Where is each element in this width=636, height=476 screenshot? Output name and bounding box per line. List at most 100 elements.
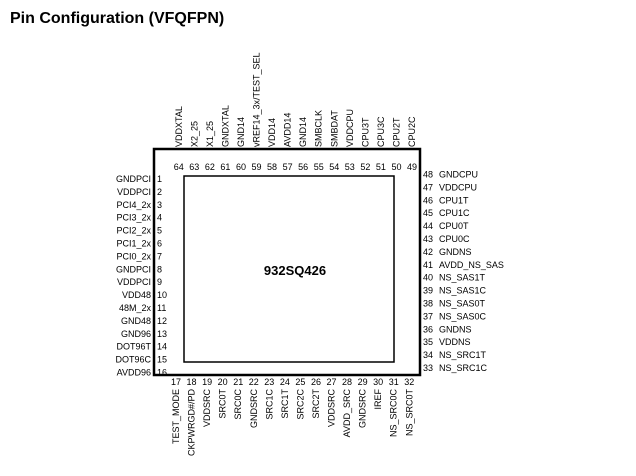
pin-number-bottom-14: 31 (389, 377, 399, 387)
pin-number-left-7: 8 (157, 264, 162, 274)
pin-number-top-5: 54 (329, 162, 339, 172)
pin-name-bottom-15: NS_SRC0T (404, 389, 414, 437)
pin-name-bottom-7: SRC1T (280, 389, 290, 419)
pin-number-bottom-3: 20 (218, 377, 228, 387)
pin-number-top-11: 60 (236, 162, 246, 172)
pin-name-top-14: X2_25 (189, 121, 199, 147)
pin-number-left-2: 3 (157, 200, 162, 210)
pin-name-left-5: PCI1_2x (116, 239, 151, 249)
pin-name-top-3: CPU3T (360, 117, 370, 147)
pin-name-left-2: PCI4_2x (116, 200, 151, 210)
pin-name-top-15: VDDXTAL (174, 106, 184, 147)
pin-name-left-14: DOT96C (115, 355, 151, 365)
pin-name-bottom-3: SRC0T (218, 389, 228, 419)
pin-number-left-11: 12 (157, 316, 167, 326)
pin-number-left-9: 10 (157, 290, 167, 300)
pin-number-left-0: 1 (157, 174, 162, 184)
pin-name-top-12: GNDXTAL (220, 105, 230, 147)
pin-name-right-7: NS_SAS1T (439, 273, 486, 283)
pin-number-bottom-11: 28 (342, 377, 352, 387)
pin-name-right-5: NS_SAS0T (439, 299, 486, 309)
page-title: Pin Configuration (VFQFPN) (10, 10, 225, 27)
pin-number-right-8: 41 (423, 260, 433, 270)
pin-name-bottom-11: AVDD_SRC (342, 389, 352, 438)
pin-number-top-7: 56 (298, 162, 308, 172)
pin-number-bottom-0: 17 (171, 377, 181, 387)
pin-number-left-15: 16 (157, 368, 167, 378)
pin-number-top-10: 59 (251, 162, 261, 172)
pin-number-top-2: 51 (376, 162, 386, 172)
pin-number-top-8: 57 (283, 162, 293, 172)
pin-number-top-12: 61 (220, 162, 230, 172)
pin-name-top-9: VDD14 (267, 118, 277, 147)
pin-name-top-7: GND14 (298, 117, 308, 147)
pin-name-right-13: CPU1T (439, 195, 469, 205)
pin-name-left-9: VDD48 (122, 290, 151, 300)
pin-number-right-14: 47 (423, 182, 433, 192)
pin-name-left-3: PCI3_2x (116, 213, 151, 223)
pin-name-right-6: NS_SAS1C (439, 286, 487, 296)
pin-name-bottom-9: SRC2T (311, 389, 321, 419)
pin-number-right-0: 33 (423, 363, 433, 373)
pin-number-right-12: 45 (423, 208, 433, 218)
pin-number-right-5: 38 (423, 299, 433, 309)
pin-name-right-1: NS_SRC1T (439, 350, 487, 360)
pin-name-left-11: GND48 (121, 316, 151, 326)
pin-name-bottom-4: SRC0C (233, 389, 243, 420)
pin-number-right-2: 35 (423, 337, 433, 347)
pin-name-bottom-2: VDDSRC (202, 389, 212, 428)
pin-name-left-10: 48M_2x (119, 303, 152, 313)
pin-name-right-10: CPU0C (439, 234, 470, 244)
pin-name-right-14: VDDCPU (439, 182, 477, 192)
pin-number-left-4: 5 (157, 226, 162, 236)
pin-number-bottom-1: 18 (187, 377, 197, 387)
die-outline (183, 175, 395, 363)
pin-name-left-6: PCI0_2x (116, 251, 151, 261)
pin-number-top-9: 58 (267, 162, 277, 172)
pin-number-left-13: 14 (157, 342, 167, 352)
pin-number-top-4: 53 (345, 162, 355, 172)
pin-number-left-8: 9 (157, 277, 162, 287)
pin-number-left-6: 7 (157, 251, 162, 261)
pin-name-left-0: GNDPCI (116, 174, 151, 184)
pin-number-bottom-6: 23 (264, 377, 274, 387)
pin-name-left-8: VDDPCI (117, 277, 151, 287)
pin-number-right-9: 42 (423, 247, 433, 257)
pin-number-right-1: 34 (423, 350, 433, 360)
pin-name-bottom-1: CKPWRGD#/PD (187, 389, 197, 457)
pin-number-top-13: 62 (205, 162, 215, 172)
pin-name-left-15: AVDD96 (117, 368, 151, 378)
pin-number-bottom-9: 26 (311, 377, 321, 387)
pin-number-right-10: 43 (423, 234, 433, 244)
pin-number-right-15: 48 (423, 170, 433, 180)
pin-number-bottom-13: 30 (373, 377, 383, 387)
pin-number-top-14: 63 (189, 162, 199, 172)
pin-number-left-5: 6 (157, 239, 162, 249)
pin-number-bottom-7: 24 (280, 377, 290, 387)
pin-name-top-2: CPU3C (376, 116, 386, 147)
pin-number-right-13: 46 (423, 195, 433, 205)
pin-name-right-2: VDDNS (439, 337, 471, 347)
pin-name-top-5: SMBDAT (329, 110, 339, 147)
pin-number-right-3: 36 (423, 324, 433, 334)
pin-number-bottom-10: 27 (326, 377, 336, 387)
pin-name-bottom-14: NS_SRC0C (389, 389, 399, 438)
package-outline (152, 147, 422, 377)
pin-name-right-4: NS_SAS0C (439, 311, 487, 321)
pin-name-top-13: X1_25 (205, 121, 215, 147)
pin-name-left-13: DOT96T (116, 342, 151, 352)
pin-name-left-7: GNDPCI (116, 264, 151, 274)
pin-name-right-8: AVDD_NS_SAS (439, 260, 504, 270)
pin-name-bottom-0: TEST_MODE (171, 389, 181, 444)
pin-number-bottom-4: 21 (233, 377, 243, 387)
pin-name-left-12: GND96 (121, 329, 151, 339)
pin-number-top-0: 49 (407, 162, 417, 172)
pin-number-top-1: 50 (391, 162, 401, 172)
pin-name-right-15: GNDCPU (439, 170, 478, 180)
pin-number-left-1: 2 (157, 187, 162, 197)
pin-number-bottom-12: 29 (358, 377, 368, 387)
pin-name-bottom-10: VDDSRC (327, 389, 337, 428)
pin-name-bottom-5: GNDSRC (249, 389, 259, 429)
